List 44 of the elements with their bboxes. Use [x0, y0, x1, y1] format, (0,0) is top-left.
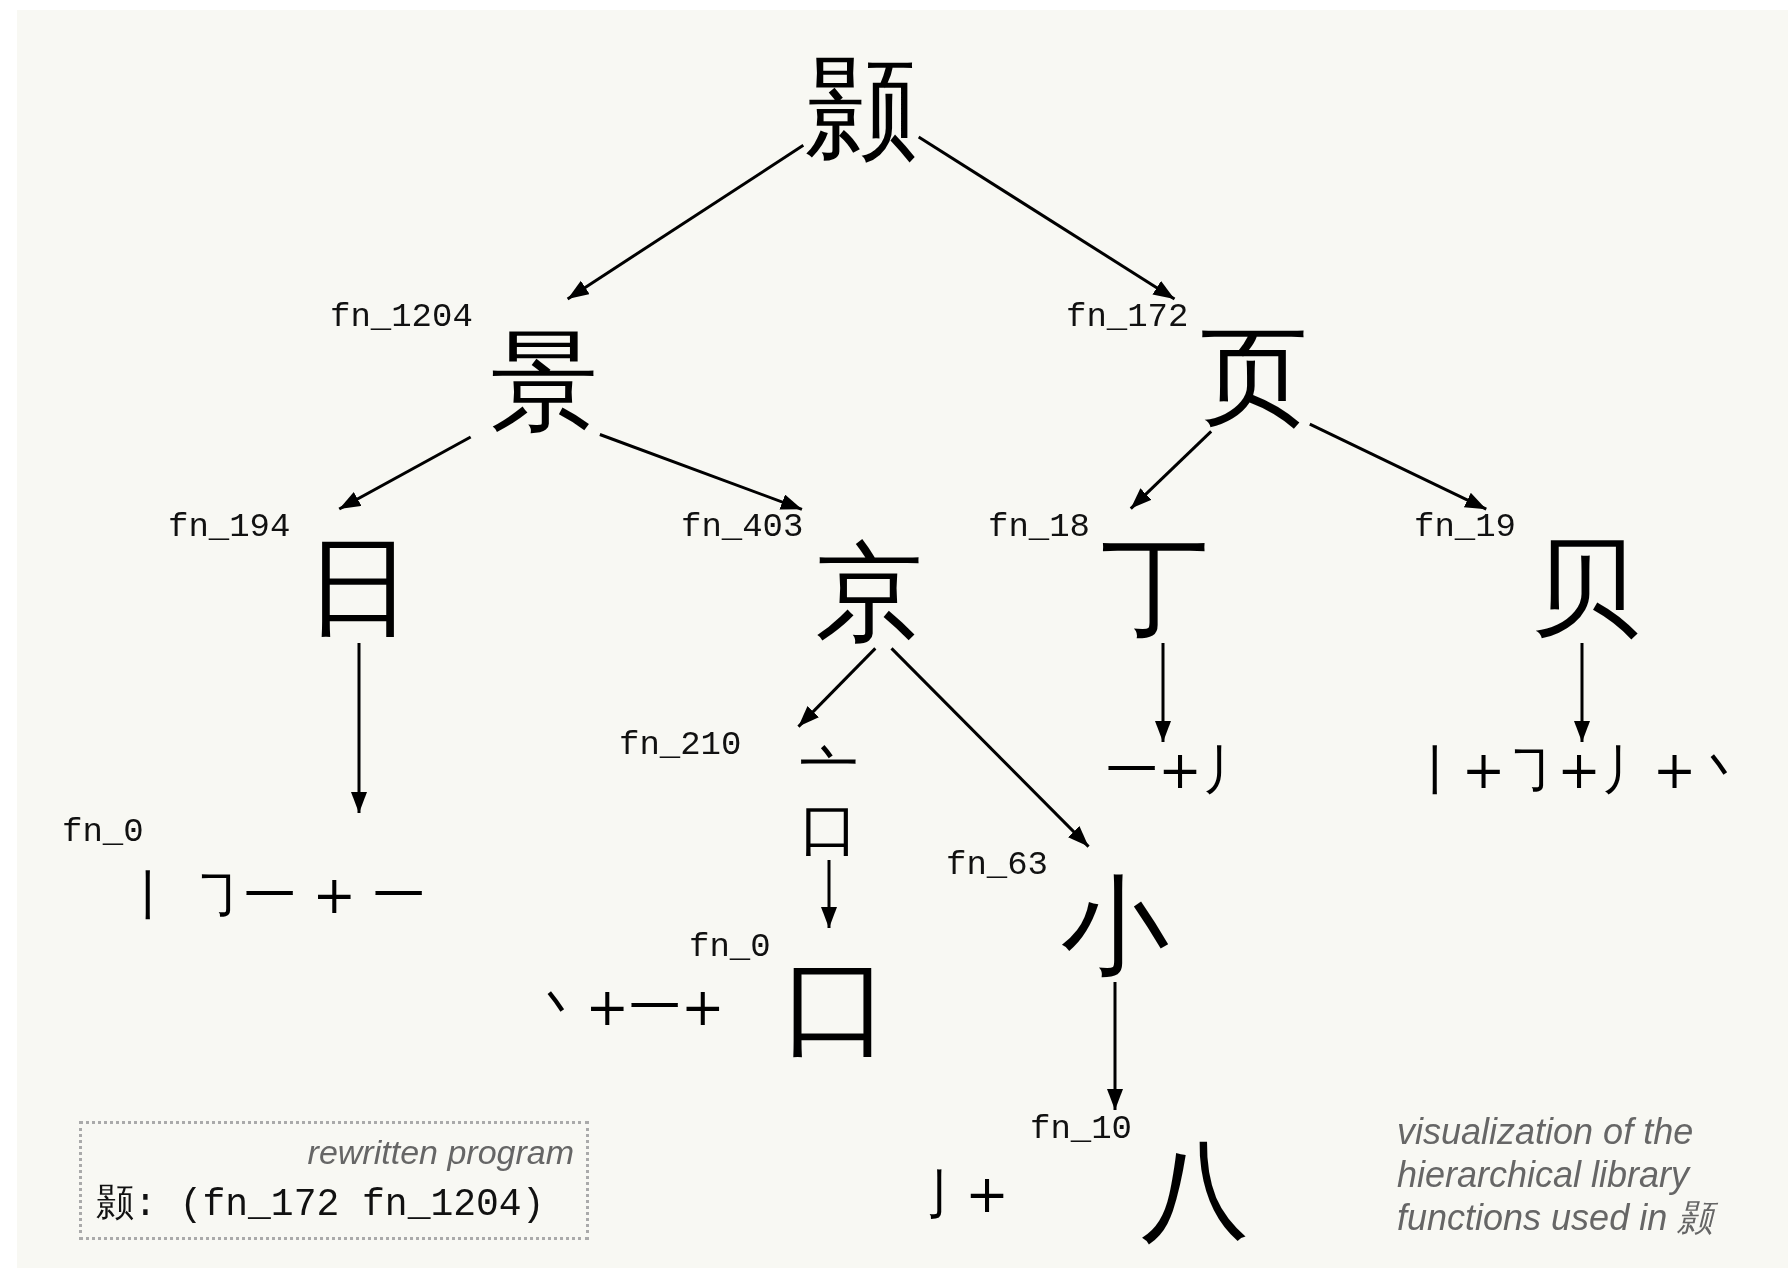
character: 日 [305, 533, 413, 641]
arrow [1107, 982, 1123, 1110]
caption: visualization of the hierarchical library functions used in 颢 [1397, 1110, 1742, 1240]
arrow [599, 433, 803, 511]
stroke-sequence: 丶+一+ [533, 981, 725, 1033]
function-label: fn_0 [62, 815, 144, 849]
program-text: 颢: (fn_172 fn_1204) [96, 1182, 545, 1228]
arrow [566, 144, 805, 301]
stroke-sequence: 丨 ㇆一 + 一 [123, 869, 425, 921]
function-label: fn_194 [168, 510, 291, 544]
box-heading: rewritten program [307, 1134, 574, 1172]
arrow [338, 435, 472, 511]
character: 贝 [1531, 533, 1639, 641]
character: 小 [1061, 872, 1169, 980]
character: 页 [1200, 322, 1308, 430]
character: 颢 [805, 52, 917, 164]
character: 京 [815, 539, 923, 647]
arrow [797, 647, 877, 728]
arrow [351, 643, 367, 813]
function-label: fn_18 [988, 510, 1091, 544]
function-label: fn_10 [1030, 1112, 1133, 1146]
program-box [79, 1121, 589, 1240]
arrow [1309, 422, 1487, 511]
character: 八 [1141, 1137, 1249, 1245]
character: 亠口 [800, 742, 858, 858]
function-label: fn_0 [689, 930, 771, 964]
character: 景 [490, 328, 598, 436]
function-label: fn_19 [1414, 510, 1517, 544]
stroke-sequence: 一+丿 [1106, 744, 1254, 796]
character: 口 [782, 953, 890, 1061]
function-label: fn_210 [619, 728, 742, 762]
arrow [917, 135, 1176, 301]
arrow [821, 860, 837, 928]
arrow [890, 647, 1090, 848]
function-label: fn_172 [1066, 300, 1189, 334]
stroke-sequence: 丨+㇆+丿+丶 [1409, 744, 1749, 796]
stroke-sequence: 亅+ [913, 1168, 1009, 1220]
arrow [1129, 430, 1213, 510]
function-label: fn_403 [681, 510, 804, 544]
function-label: fn_1204 [330, 300, 473, 334]
function-label: fn_63 [946, 848, 1049, 882]
arrow [1574, 643, 1590, 742]
character: 丁 [1101, 533, 1209, 641]
arrow [1155, 643, 1171, 742]
